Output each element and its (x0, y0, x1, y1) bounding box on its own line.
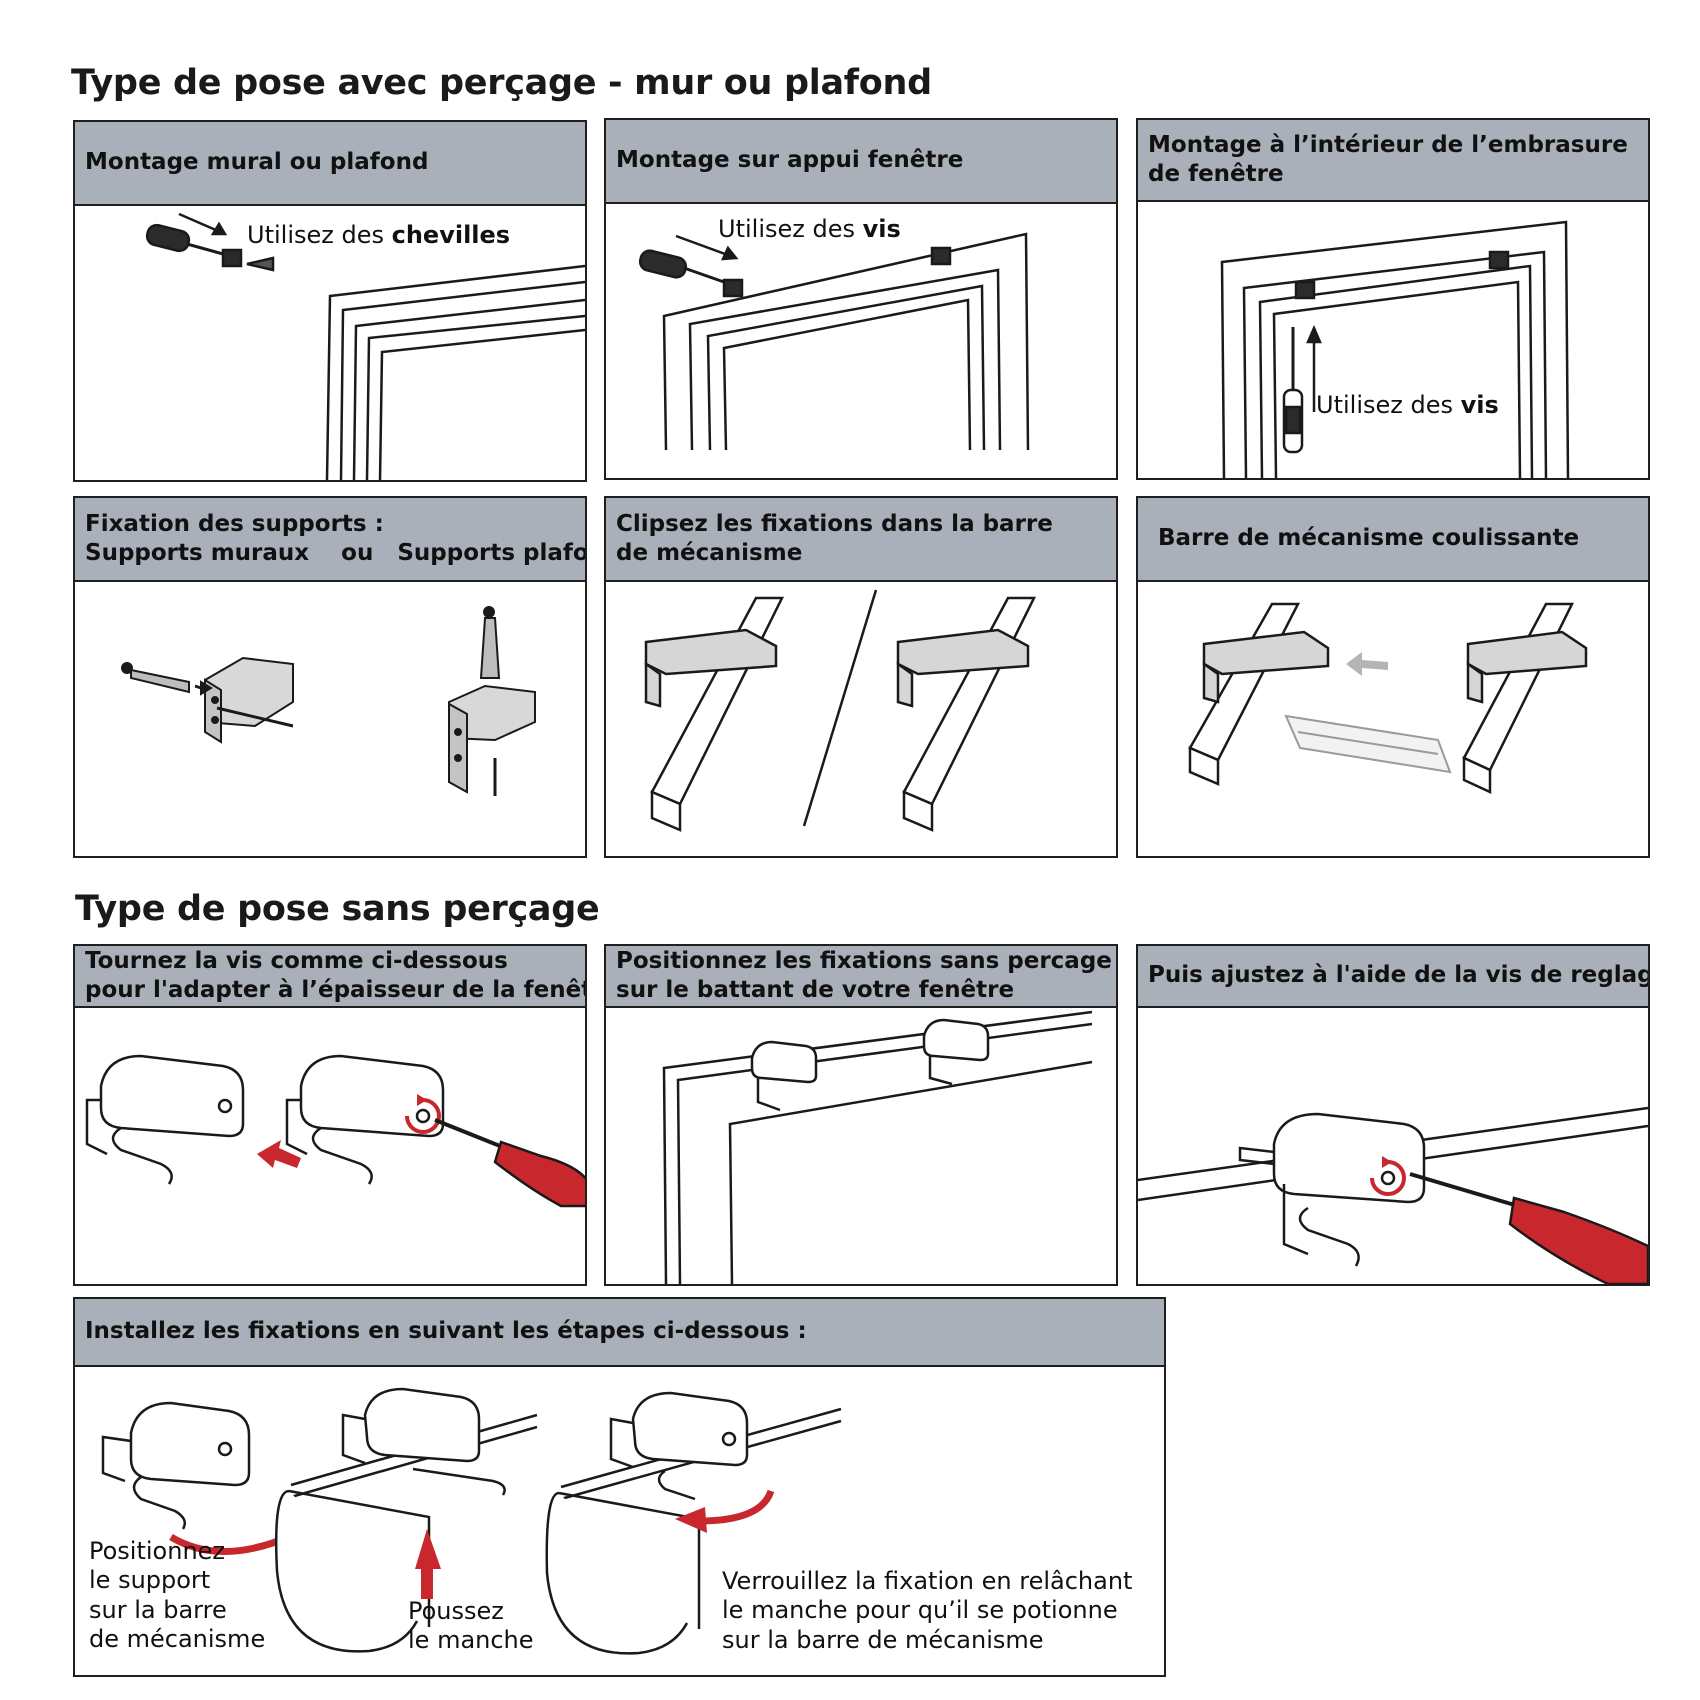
panel-header-line: Clipsez les fixations dans la barre (616, 510, 1053, 537)
section-title-drilling: Type de pose avec perçage - mur ou plafo… (71, 63, 932, 103)
step-caption-lock: Verrouillez la fixation en relâchant le … (722, 1567, 1133, 1654)
bracket-icon (896, 628, 1030, 708)
step-caption-push: Poussez le manche (408, 1597, 534, 1655)
panel-header-line: Installez les fixations en suivant les é… (85, 1318, 807, 1345)
panel-header: Clipsez les fixations dans la barre de m… (606, 498, 1116, 582)
panel-install-fixings: Installez les fixations en suivant les é… (73, 1297, 1166, 1677)
panel-header-line: Tournez la vis comme ci-dessous (85, 947, 508, 974)
panel-position-fixings: Positionnez les fixations sans percage s… (604, 944, 1118, 1286)
panel-header: Montage mural ou plafond (75, 122, 585, 206)
rotate-arrow-icon (675, 1489, 775, 1533)
panel-header: Montage sur appui fenêtre (606, 120, 1116, 204)
illustration-sliding-bar (1138, 582, 1648, 856)
wall-plug-icon (479, 617, 501, 679)
bracket-icon (750, 1040, 818, 1112)
screwdriver-icon (1282, 327, 1304, 454)
bracket-icon (1466, 630, 1588, 704)
bracket-icon (341, 1387, 506, 1496)
panel-header-line: Barre de mécanisme coulissante (1158, 525, 1580, 552)
panel-header: Installez les fixations en suivant les é… (75, 1299, 1164, 1367)
panel-header: Puis ajustez à l'aide de la vis de regla… (1138, 946, 1648, 1008)
panel-header-line: de mécanisme (616, 540, 803, 566)
rotate-arrow-icon (405, 1094, 441, 1134)
panel-header: Tournez la vis comme ci-dessous pour l'a… (75, 946, 585, 1008)
bracket-icon (448, 684, 536, 794)
panel-bracket-fixing: Fixation des supports : Supports muraux … (73, 496, 587, 858)
callout-use-screws: Utilisez des vis (1316, 391, 1499, 419)
panel-wall-ceiling-mount: Montage mural ou plafond (73, 120, 587, 482)
screwdriver-icon (145, 223, 224, 256)
bracket-icon (1238, 1112, 1426, 1267)
screwdriver-icon (1409, 1172, 1648, 1284)
bracket-icon (644, 628, 778, 708)
section-title-no-drilling: Type de pose sans perçage (75, 889, 600, 929)
panel-header-line: de fenêtre (1148, 161, 1284, 187)
bracket-icon (1202, 630, 1330, 704)
panel-header-line: Montage mural ou plafond (85, 149, 429, 176)
callout-use-screws: Utilisez des vis (718, 215, 901, 243)
panel-sliding-mechanism-bar: Barre de mécanisme coulissante (1136, 496, 1650, 858)
bracket-icon (285, 1054, 445, 1185)
bracket-icon (609, 1391, 749, 1501)
illustration-adjust-screw (1138, 1008, 1648, 1284)
panel-header-line: Montage sur appui fenêtre (616, 147, 964, 174)
wall-plug-icon (246, 256, 275, 272)
illustration-position-fixings (606, 1008, 1116, 1284)
illustration-clip-fixings (606, 582, 1116, 856)
illustration-bracket-fixing (75, 582, 585, 856)
illustration-wall-mount: Utilisez des chevilles (75, 206, 585, 480)
panel-clip-fixings: Clipsez les fixations dans la barre de m… (604, 496, 1118, 858)
illustration-turn-screw (75, 1008, 585, 1284)
panel-turn-screw: Tournez la vis comme ci-dessous pour l'a… (73, 944, 587, 1286)
bracket-icon (85, 1054, 245, 1185)
rotate-arrow-icon (1370, 1156, 1406, 1196)
callout-use-plugs: Utilisez des chevilles (247, 221, 511, 249)
panel-header-line: Fixation des supports : (85, 510, 384, 537)
bracket-icon (204, 656, 294, 744)
panel-header-line: sur le battant de votre fenêtre (616, 977, 1015, 1003)
panel-header-line: Montage à l’intérieur de l’embrasure (1148, 131, 1628, 158)
illustration-inside-recess: Utilisez des vis (1138, 202, 1648, 478)
panel-header-line: Positionnez les fixations sans percage (616, 947, 1112, 974)
panel-adjust-screw: Puis ajustez à l'aide de la vis de regla… (1136, 944, 1650, 1286)
panel-header-line: pour l'adapter à l’épaisseur de la fenêt… (85, 977, 587, 1003)
illustration-window-sill: Utilisez des vis (606, 204, 1116, 478)
push-arrow-icon (257, 1140, 301, 1168)
panel-window-sill-mount: Montage sur appui fenêtre Utilisez des v… (604, 118, 1118, 480)
bracket-icon (1294, 250, 1510, 300)
wall-plug-icon (130, 668, 190, 694)
bracket-icon (101, 1401, 251, 1530)
bracket-icon (221, 248, 243, 268)
panel-inside-recess-mount: Montage à l’intérieur de l’embrasure de … (1136, 118, 1650, 480)
panel-header: Fixation des supports : Supports muraux … (75, 498, 585, 582)
screwdriver-icon (434, 1118, 585, 1208)
bracket-icon (722, 246, 952, 298)
step-caption-position: Positionnez le support sur la barre de m… (89, 1537, 266, 1653)
bracket-icon (922, 1018, 990, 1086)
panel-header: Montage à l’intérieur de l’embrasure de … (1138, 120, 1648, 202)
screwdriver-icon (638, 249, 725, 284)
panel-header: Barre de mécanisme coulissante (1138, 498, 1648, 582)
panel-header-line: Puis ajustez à l'aide de la vis de regla… (1148, 962, 1650, 989)
panel-header: Positionnez les fixations sans percage s… (606, 946, 1116, 1008)
panel-header-line: Supports muraux ou Supports plafond (85, 540, 587, 566)
illustration-install-steps: Positionnez le support sur la barre de m… (75, 1367, 1164, 1675)
push-arrow-icon (415, 1529, 441, 1599)
